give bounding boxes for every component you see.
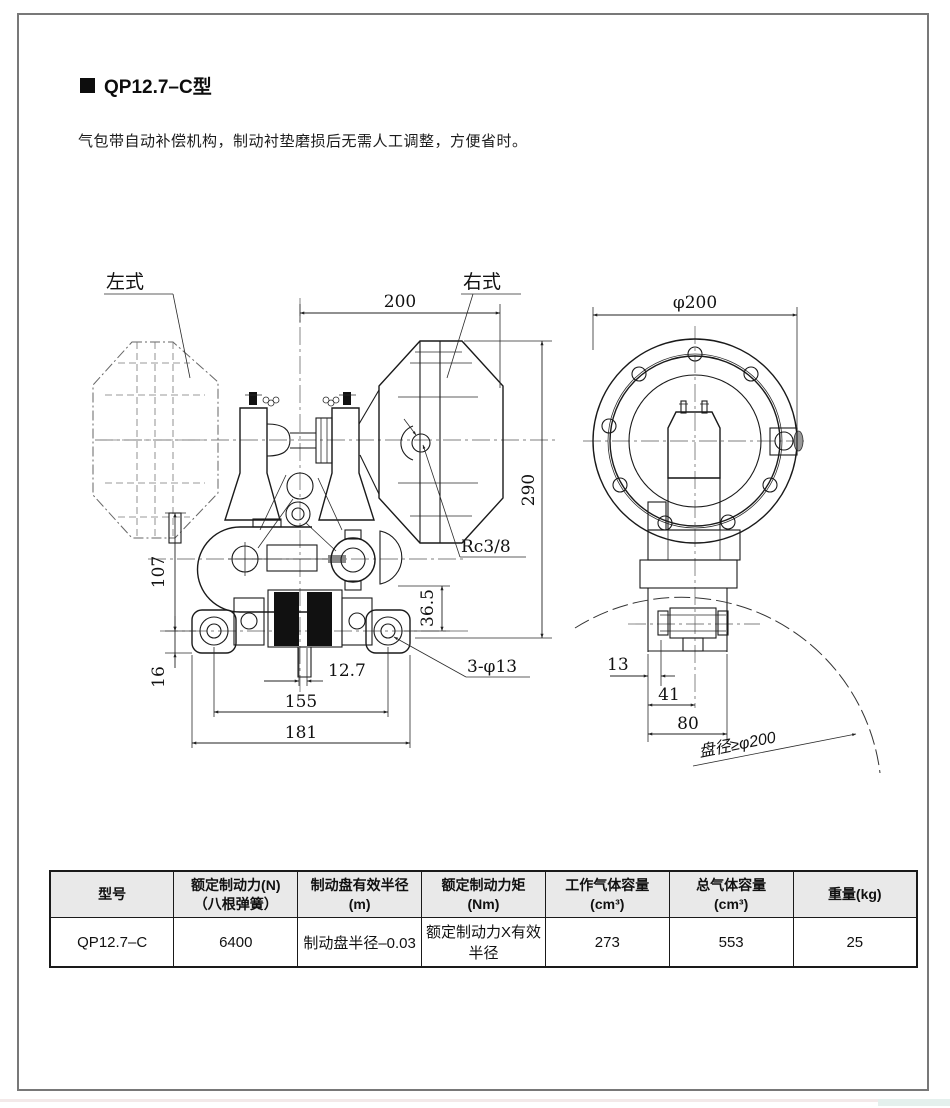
note-air-port: Rc3/8 (422, 444, 526, 558)
air-port-section (340, 547, 366, 573)
adjuster-bolt-left (245, 392, 280, 407)
brake-disc-arc (574, 596, 881, 774)
dim-chamber-offset-200: 200 (299, 292, 501, 388)
page-title-text: QP12.7–C型 (104, 77, 212, 98)
side-body (639, 400, 804, 652)
svg-text:Rc3/8: Rc3/8 (461, 537, 511, 557)
col-header-weight: 重量(kg) (792, 870, 918, 918)
svg-text:155: 155 (285, 692, 317, 712)
pad-backing-section (379, 530, 403, 585)
bottom-accent-bar (0, 1099, 950, 1102)
col-header-model: 型号 (49, 870, 175, 918)
cell-rated-torque: 额定制动力X有效半径 (421, 917, 546, 968)
cell-rated-force: 6400 (173, 917, 299, 968)
right-type-chamber (358, 340, 504, 544)
svg-text:盘径≥φ200: 盘径≥φ200 (697, 728, 777, 761)
dim-bracket-offset-13: 13 (607, 640, 675, 742)
spec-table: 型号 额定制动力(N) （八根弹簧） 制动盘有效半径 (m) 额定制动力矩 (N… (49, 870, 918, 968)
left-type-chamber-ghost (92, 341, 219, 539)
svg-text:16: 16 (149, 666, 169, 688)
svg-text:290: 290 (519, 474, 539, 506)
cell-total-gas-volume: 553 (668, 917, 794, 968)
dim-overall-height-290: 290 (415, 340, 552, 639)
bolt-section-hatched (669, 607, 717, 639)
cell-model: QP12.7–C (49, 917, 175, 968)
svg-text:80: 80 (677, 714, 699, 734)
svg-text:3-φ13: 3-φ13 (467, 657, 517, 677)
cell-effective-radius: 制动盘半径–0.03 (297, 917, 423, 968)
col-header-effective-radius: 制动盘有效半径 (m) (297, 870, 423, 918)
svg-text:φ200: φ200 (673, 293, 717, 313)
dim-pad-to-mount-36-5: 36.5 (398, 585, 450, 632)
svg-text:12.7: 12.7 (328, 661, 366, 681)
label-right-type: 右式 (446, 271, 521, 379)
caliper-body (224, 392, 375, 552)
title-square-icon (80, 78, 95, 93)
col-header-total-gas-volume: 总气体容量 (cm³) (668, 870, 794, 918)
dim-mount-height-107: 107 (149, 512, 196, 632)
label-left-type: 左式 (104, 271, 191, 379)
page-title: QP12.7–C型 (80, 72, 212, 99)
dim-disc-slot-12-7: 12.7 (264, 648, 366, 686)
dim-overall-depth-80: 80 (647, 654, 728, 742)
brake-pad-left (274, 592, 299, 646)
spec-table-header-row: 型号 额定制动力(N) （八根弹簧） 制动盘有效半径 (m) 额定制动力矩 (N… (49, 870, 918, 918)
col-header-rated-force: 额定制动力(N) （八根弹簧） (173, 870, 299, 918)
col-header-working-gas-volume: 工作气体容量 (cm³) (544, 870, 670, 918)
col-header-rated-torque: 额定制动力矩 (Nm) (421, 870, 546, 918)
cell-working-gas-volume: 273 (544, 917, 670, 968)
side-view: φ200 13 41 80 盘径≥φ200 (574, 293, 881, 774)
dim-overall-width-181: 181 (191, 655, 411, 748)
pads-and-base (191, 589, 411, 678)
svg-text:200: 200 (384, 292, 416, 312)
svg-text:左式: 左式 (106, 271, 144, 293)
svg-text:右式: 右式 (463, 271, 501, 293)
front-view: 左式 右式 200 290 (92, 271, 558, 748)
brake-pad-right (307, 592, 332, 646)
adjuster-bolt-right (322, 392, 356, 407)
dim-hole-spacing-155: 155 (213, 647, 389, 717)
svg-text:41: 41 (658, 685, 680, 705)
spec-table-data-row: QP12.7–C 6400 制动盘半径–0.03 额定制动力X有效半径 273 … (49, 917, 918, 968)
adjuster-pin (328, 555, 346, 563)
page-border (17, 13, 929, 1091)
bottom-accent-bar-right (878, 1099, 950, 1106)
note-mount-holes: 3-φ13 (393, 636, 530, 678)
product-description: 气包带自动补偿机构，制动衬垫磨损后无需人工调整，方便省时。 (78, 133, 528, 150)
svg-text:181: 181 (285, 723, 317, 743)
svg-text:13: 13 (607, 655, 629, 675)
svg-text:107: 107 (149, 556, 169, 588)
dim-flange-diameter: φ200 (592, 293, 798, 428)
lever-housing (168, 512, 403, 613)
dim-center-offset-41: 41 (647, 685, 696, 707)
svg-text:36.5: 36.5 (418, 589, 438, 627)
dim-base-thickness-16: 16 (149, 616, 192, 688)
cell-weight: 25 (792, 917, 918, 968)
